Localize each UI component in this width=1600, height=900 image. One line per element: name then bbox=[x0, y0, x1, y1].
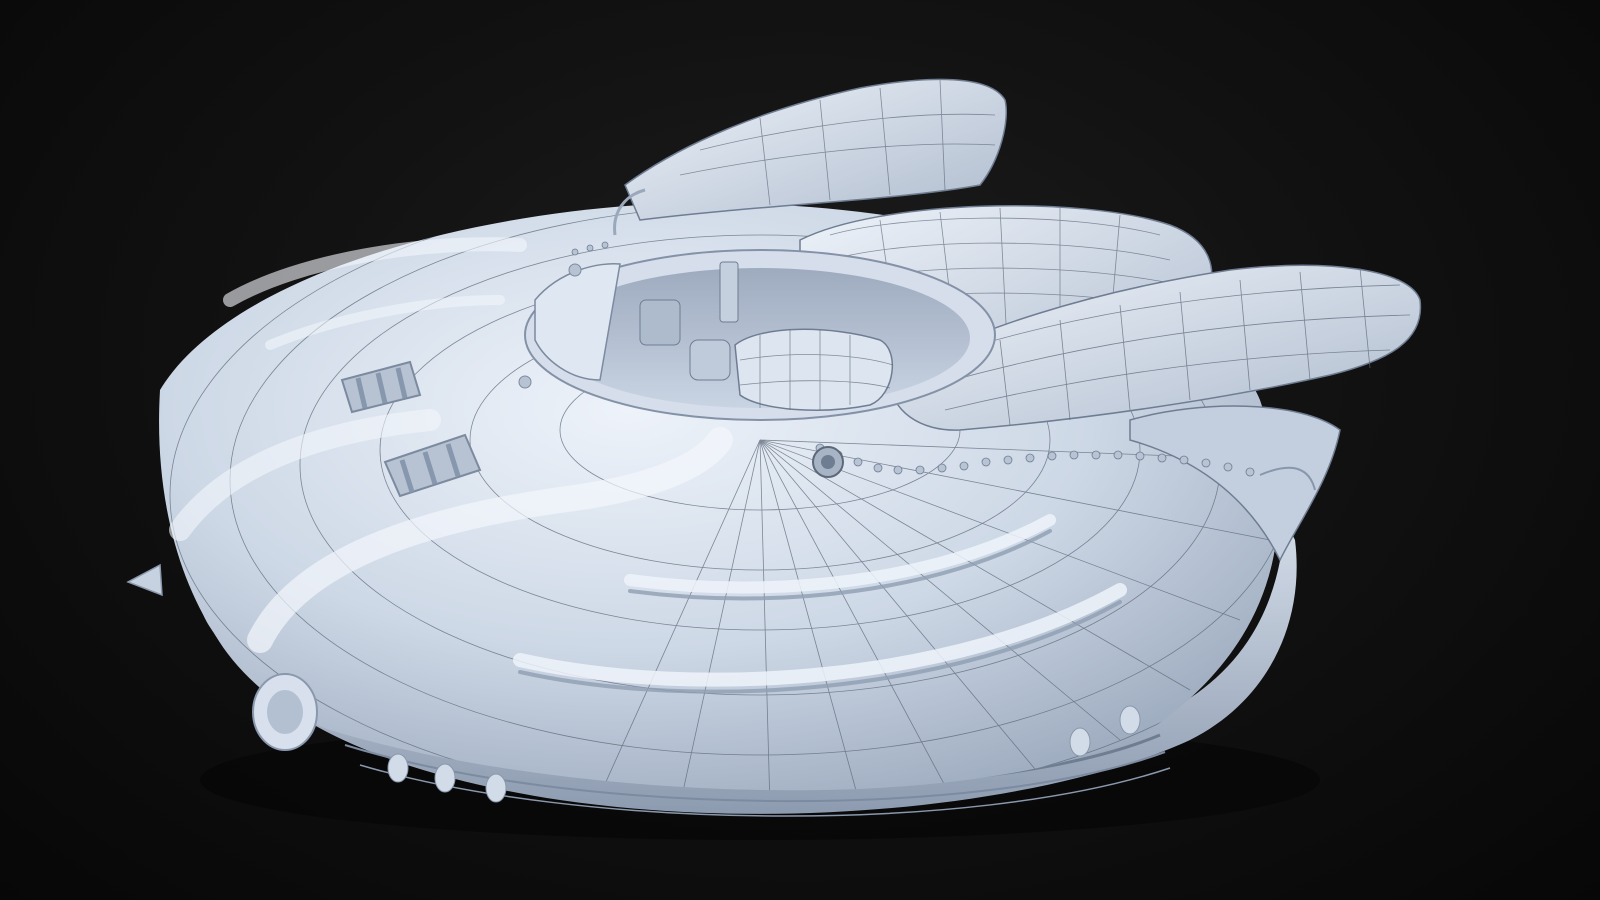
cockpit bbox=[518, 249, 996, 421]
vent-upper bbox=[340, 360, 422, 414]
upper-fin bbox=[613, 78, 1007, 236]
rivets bbox=[571, 241, 1255, 477]
hatch-port bbox=[812, 446, 844, 478]
vent-lower bbox=[383, 433, 482, 498]
